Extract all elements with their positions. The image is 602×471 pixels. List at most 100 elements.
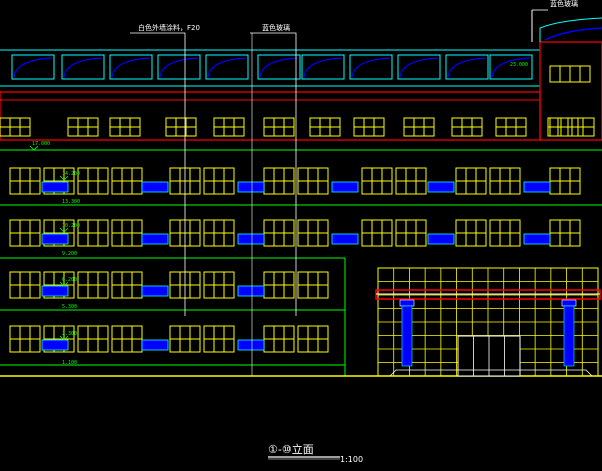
elevation-marker: [29, 145, 39, 151]
annotation-blue-glass: 蓝色玻璃: [262, 24, 290, 32]
window: [109, 117, 141, 137]
window: [451, 117, 483, 137]
window: [395, 167, 427, 195]
parapet-panel: [109, 54, 153, 80]
glass-panel: [331, 181, 359, 193]
parapet-glass-arc: [447, 57, 487, 78]
parapet-panel: [11, 54, 55, 80]
column-shaft: [401, 305, 413, 367]
drawing-scale: 1:100: [340, 455, 364, 464]
window: [361, 219, 393, 247]
window: [165, 117, 197, 137]
window: [263, 325, 295, 353]
elevation-5300: 5.300: [62, 304, 78, 310]
window: [111, 167, 143, 195]
parapet-glass-arc: [13, 57, 53, 78]
window: [549, 167, 581, 195]
window: [263, 219, 295, 247]
entrance-steps: [389, 369, 593, 377]
window: [203, 271, 235, 299]
elevation-2300: 2.300: [62, 331, 78, 337]
glass-panel: [41, 181, 69, 193]
window: [495, 117, 527, 137]
elevation-marker: [59, 175, 69, 181]
parapet-panel: [349, 54, 393, 80]
window: [297, 219, 329, 247]
parapet-glass-arc: [159, 57, 199, 78]
glass-panel: [41, 233, 69, 245]
parapet-panel: [257, 54, 301, 80]
glass-panel: [523, 181, 551, 193]
entrance-lobby: [375, 267, 601, 377]
elevation-6200: 6.200: [62, 277, 78, 283]
glass-panel: [237, 181, 265, 193]
window: [403, 117, 435, 137]
window: [203, 325, 235, 353]
glass-panel: [141, 339, 169, 351]
window: [9, 219, 41, 247]
glass-panel: [331, 233, 359, 245]
parapet-glass-arc: [63, 57, 103, 78]
column-shaft: [563, 305, 575, 367]
window: [111, 271, 143, 299]
window-grid: [0, 65, 595, 353]
window: [111, 219, 143, 247]
tower-body: [539, 41, 602, 141]
tower-glass-curve: [544, 27, 602, 41]
elevation-marker: [59, 335, 69, 341]
window: [263, 117, 295, 137]
window: [43, 167, 75, 195]
window: [203, 219, 235, 247]
parapet-panel: [205, 54, 249, 80]
glass-panel: [523, 233, 551, 245]
glass-panel: [427, 233, 455, 245]
window: [263, 271, 295, 299]
elevation-marker: [59, 281, 69, 287]
parapet-glass-arc: [303, 57, 343, 78]
glass-panel: [237, 339, 265, 351]
column-capital: [561, 299, 577, 307]
parapet-glass-arc: [259, 57, 299, 78]
parapet-panel: [61, 54, 105, 80]
window: [169, 325, 201, 353]
glass-panel: [41, 339, 69, 351]
window: [213, 117, 245, 137]
annotation-leaders: [29, 9, 548, 460]
roof-parapet: [0, 10, 602, 141]
window: [549, 65, 591, 83]
window: [9, 167, 41, 195]
parapet-glass-arc: [207, 57, 247, 78]
parapet-panel: [301, 54, 345, 80]
glass-panel: [237, 233, 265, 245]
window: [77, 219, 109, 247]
window: [9, 271, 41, 299]
tower-roof-curve: [539, 17, 602, 42]
window: [549, 117, 595, 137]
window: [297, 325, 329, 353]
window: [111, 325, 143, 353]
window: [353, 117, 385, 137]
elevation-23000: 23.000: [510, 62, 529, 68]
window: [77, 271, 109, 299]
parapet-panel: [489, 54, 533, 80]
annotation-blue-glass-top: 蓝色玻璃: [550, 0, 578, 8]
parapet-glass-arc: [491, 57, 531, 78]
elevation-9200: 9.200: [62, 251, 78, 257]
window: [395, 219, 427, 247]
window: [77, 325, 109, 353]
window: [203, 167, 235, 195]
annotation-wall-finish: 白色外墙涂料，F20: [138, 24, 200, 32]
parapet-panel: [445, 54, 489, 80]
parapet-glass-arc: [111, 57, 151, 78]
window: [67, 117, 99, 137]
column-capital: [399, 299, 415, 307]
window: [297, 271, 329, 299]
elevation-1100: 1.100: [62, 360, 78, 366]
leader-blue-glass: [250, 32, 297, 316]
window: [455, 167, 487, 195]
window: [297, 167, 329, 195]
elevation-13300: 13.300: [62, 199, 81, 205]
leader-wall-finish: [130, 32, 186, 316]
elevation-marker: [59, 227, 69, 233]
